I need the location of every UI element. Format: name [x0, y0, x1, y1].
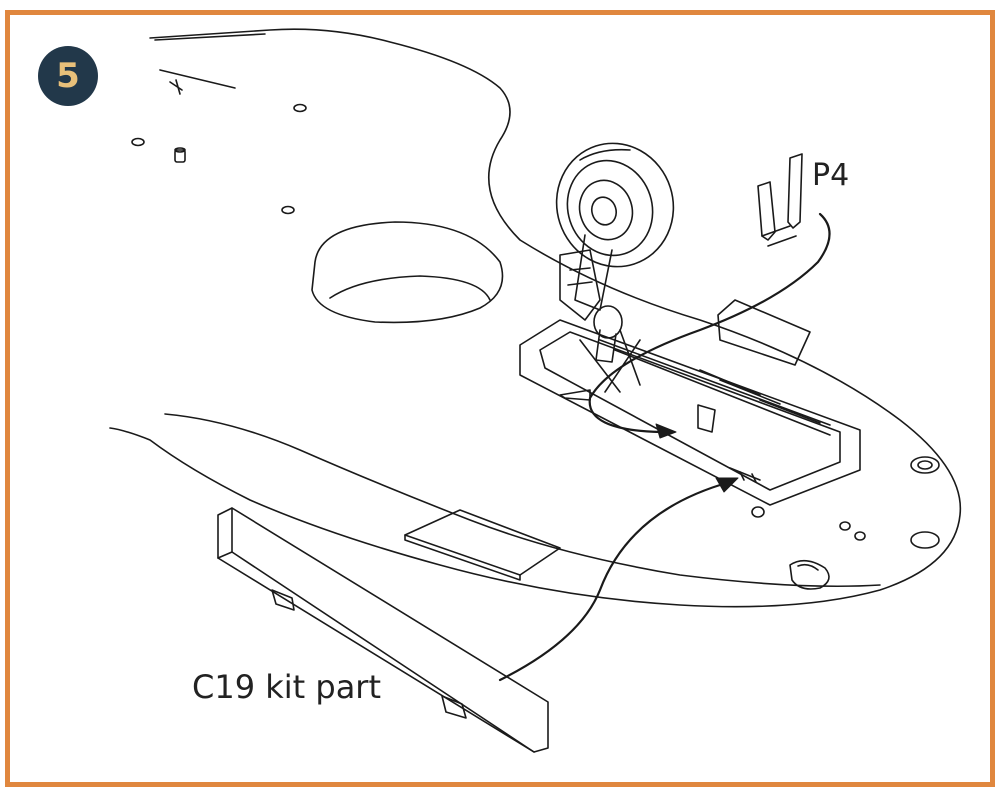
landing-gear-wheel: [541, 128, 690, 362]
p4-photoetch-part: [758, 154, 802, 246]
c19-kit-part: [218, 508, 548, 752]
arrowhead-p4: [656, 424, 676, 438]
instruction-frame: [5, 10, 995, 787]
gear-bay: [520, 320, 860, 505]
flap-panel: [405, 510, 560, 580]
gear-door: [718, 300, 810, 365]
assembly-arrowheads: [656, 424, 738, 492]
wing-holes: [132, 105, 939, 590]
p4-label: P4: [812, 158, 850, 193]
assembly-leader-lines: [500, 214, 830, 680]
wheel-well-opening: [312, 222, 503, 322]
arrowhead-c19: [716, 478, 738, 492]
wing-panel: [110, 29, 960, 606]
step-number-badge: 5: [38, 46, 98, 106]
c19-kit-part-label: C19 kit part: [192, 668, 381, 706]
